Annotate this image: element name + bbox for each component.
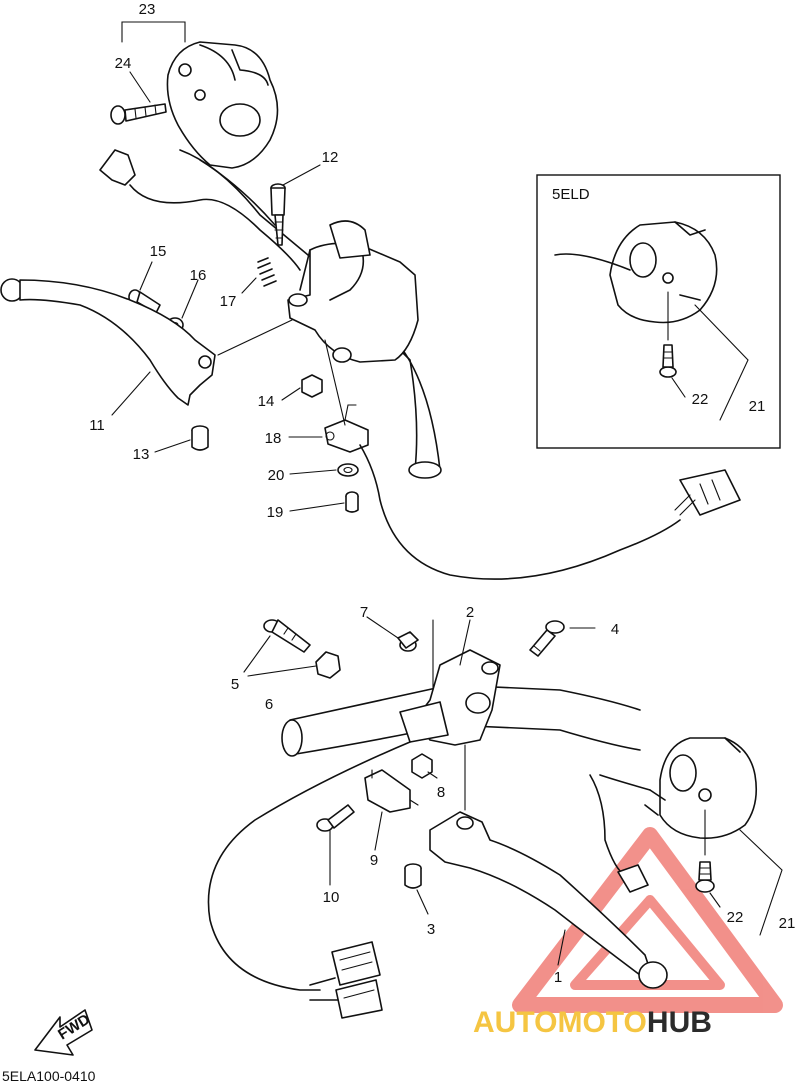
callout-10: 10 xyxy=(323,889,340,906)
spring-17 xyxy=(257,257,277,287)
bracket-21 xyxy=(739,829,783,936)
screw-24 xyxy=(110,103,167,125)
screw-7 xyxy=(397,631,419,652)
bolt-12 xyxy=(270,183,286,246)
callout-11: 11 xyxy=(89,417,105,434)
callout-1: 1 xyxy=(554,969,562,986)
watermark-text: AUTOMOTOHUB xyxy=(473,1006,712,1039)
lever-holder xyxy=(287,220,419,363)
inset-screw-22 xyxy=(659,344,677,378)
left-switch-housing xyxy=(166,41,279,169)
switch-wire-bottom xyxy=(207,741,411,991)
screw-22 xyxy=(695,861,715,893)
callout-16: 16 xyxy=(190,267,207,284)
left-switch-wire xyxy=(129,184,301,271)
callout-23: 23 xyxy=(139,1,156,18)
inset-title: 5ELD xyxy=(552,186,590,203)
callout-22: 22 xyxy=(727,909,744,926)
callout-9: 9 xyxy=(370,852,378,869)
callout-8: 8 xyxy=(437,784,445,801)
connector-bottom xyxy=(309,941,383,1019)
callout-2: 2 xyxy=(466,604,474,621)
callout-19: 19 xyxy=(267,504,284,521)
nut-6 xyxy=(315,651,341,679)
screw-19 xyxy=(345,491,359,513)
callout-5: 5 xyxy=(231,676,239,693)
sleeve-3 xyxy=(404,863,422,889)
callout-13: 13 xyxy=(133,446,150,463)
watermark-text-part2: HUB xyxy=(647,1006,712,1039)
callout-14: 14 xyxy=(258,393,275,410)
right-switch-housing xyxy=(644,737,758,840)
callout-17: 17 xyxy=(220,293,237,310)
callout-12: 12 xyxy=(322,149,339,166)
callout-20: 20 xyxy=(268,467,285,484)
inset-switch-housing xyxy=(609,221,718,324)
brake-lever-1 xyxy=(429,811,668,989)
inset-wire xyxy=(554,253,631,271)
washer-20 xyxy=(337,463,359,477)
callout-7: 7 xyxy=(360,604,368,621)
inset-bracket-21 xyxy=(694,304,749,421)
screw-10 xyxy=(316,804,355,832)
diagram-code: 5ELA100-0410 xyxy=(2,1068,96,1084)
brake-switch-9 xyxy=(364,769,419,813)
callout-3: 3 xyxy=(427,921,435,938)
wire-connector-small xyxy=(617,864,649,893)
callout-21-inset: 21 xyxy=(749,398,766,415)
switch-wire-top xyxy=(359,444,681,580)
sleeve-13 xyxy=(191,425,209,451)
watermark-text-part1: AUTOMOTO xyxy=(473,1006,647,1039)
callout-18: 18 xyxy=(265,430,282,447)
wire-terminal xyxy=(99,149,136,186)
leader-lines xyxy=(111,21,721,966)
callout-24: 24 xyxy=(115,55,132,72)
lever-holder-2 xyxy=(399,649,501,746)
nut-8 xyxy=(411,753,433,779)
connector-top xyxy=(674,469,741,516)
callout-4: 4 xyxy=(611,621,619,638)
callout-15: 15 xyxy=(150,243,167,260)
callout-6: 6 xyxy=(265,696,273,713)
fwd-arrow-icon: FWD xyxy=(34,1009,93,1056)
callout-21: 21 xyxy=(779,915,796,932)
nut-14 xyxy=(301,374,323,398)
clutch-switch-18 xyxy=(324,404,369,453)
brake-lever-11 xyxy=(0,278,216,406)
callout-22-inset: 22 xyxy=(692,391,709,408)
bolt-5 xyxy=(263,619,311,653)
bolt-4 xyxy=(530,620,565,657)
